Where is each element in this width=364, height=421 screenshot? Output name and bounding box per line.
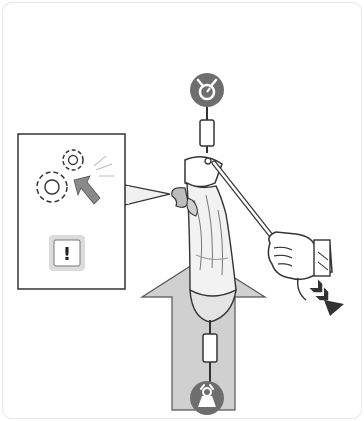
gloved-hand xyxy=(267,231,333,281)
warning-symbol: ! xyxy=(63,244,71,265)
impact-arrow-icon xyxy=(73,175,101,205)
top-clamp xyxy=(199,119,215,147)
fabric-holder xyxy=(184,156,223,188)
torn-flap xyxy=(171,187,189,208)
double-chevron-arrow-icon xyxy=(309,279,344,316)
fabric-bottom xyxy=(189,288,237,323)
anchor-weight-icon xyxy=(190,381,224,415)
bottom-clamp xyxy=(202,333,218,363)
gears-icon xyxy=(36,149,84,203)
warning-callout: ! xyxy=(17,133,171,290)
spring-scale-icon xyxy=(190,73,224,107)
